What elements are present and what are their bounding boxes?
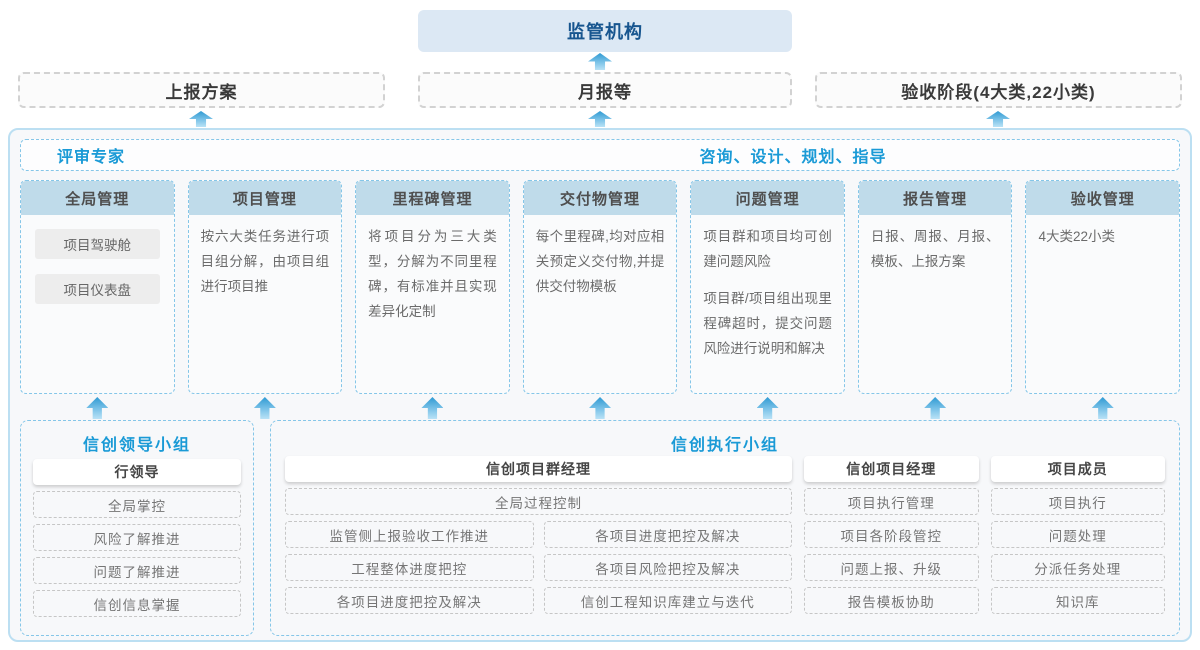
column-text: 4大类22小类 <box>1038 229 1115 244</box>
column-title: 里程碑管理 <box>356 181 509 215</box>
regulator-label: 监管机构 <box>567 22 643 42</box>
pm-group-item: 各项目进度把控及解决 <box>543 521 792 548</box>
leader-item: 问题了解推进 <box>33 557 241 584</box>
pm-group-item: 工程整体进度把控 <box>285 554 534 581</box>
pm-group-item: 信创工程知识库建立与迭代 <box>543 587 792 614</box>
role-card-bank-leader: 行领导 <box>33 459 241 485</box>
leader-team-title: 信创领导小组 <box>82 437 191 454</box>
management-columns: 全局管理 项目驾驶舱 项目仪表盘 项目管理 按六大类任务进行项目组分解，由项目组… <box>20 180 1181 394</box>
expert-label: 评审专家 <box>57 149 126 166</box>
role-card-project-manager: 信创项目经理 <box>804 456 979 482</box>
channel-label: 上报方案 <box>165 82 238 102</box>
column-body: 日报、周报、月报、模板、上报方案 <box>859 215 1012 285</box>
arrow-up-icon <box>189 111 213 127</box>
program-manager-columns: 监管侧上报验收工作推进 工程整体进度把控 各项目进度把控及解决 各项目进度把控及… <box>285 515 792 614</box>
execution-team-box: 信创执行小组 信创项目群经理 全局过程控制 监管侧上报验收工作推进 工程整体进度… <box>270 420 1180 636</box>
execution-team-title: 信创执行小组 <box>670 437 779 454</box>
arrow-up-icon <box>756 397 779 419</box>
pill-project-dashboard: 项目仪表盘 <box>35 274 160 304</box>
channel-report-plan: 上报方案 <box>18 72 385 108</box>
pm-group-item: 监管侧上报验收工作推进 <box>285 521 534 548</box>
arrow-up-icon <box>1091 397 1114 419</box>
pm-group-item: 全局过程控制 <box>285 488 792 515</box>
column-text: 将项目分为三大类型，分解为不同里程碑，有标准并且实现差异化定制 <box>368 229 497 319</box>
arrow-up-icon <box>589 397 612 419</box>
teams-row: 信创领导小组 行领导 全局掌控 风险了解推进 问题了解推进 信创信息掌握 信创执… <box>20 420 1180 636</box>
leader-item: 全局掌控 <box>33 491 241 518</box>
column-title: 交付物管理 <box>523 181 677 215</box>
leader-item: 风险了解推进 <box>33 524 241 551</box>
channel-monthly-report: 月报等 <box>418 72 792 108</box>
column-body: 将项目分为三大类型，分解为不同里程碑，有标准并且实现差异化定制 <box>356 215 509 335</box>
project-manager-item: 报告模板协助 <box>804 587 979 614</box>
arrow-up-icon <box>986 111 1010 127</box>
execution-groups: 信创项目群经理 全局过程控制 监管侧上报验收工作推进 工程整体进度把控 各项目进… <box>285 456 1165 614</box>
column-text: 每个里程碑,均对应相关预定义交付物,并提供交付物模板 <box>535 229 665 294</box>
program-manager-col2: 各项目进度把控及解决 各项目风险把控及解决 信创工程知识库建立与迭代 <box>543 515 792 614</box>
column-text: 项目群/项目组出现里程碑超时，提交问题风险进行说明和解决 <box>703 290 832 356</box>
program-manager-group: 信创项目群经理 全局过程控制 监管侧上报验收工作推进 工程整体进度把控 各项目进… <box>285 456 792 614</box>
pill-project-cockpit: 项目驾驶舱 <box>35 229 160 259</box>
leader-team-box: 信创领导小组 行领导 全局掌控 风险了解推进 问题了解推进 信创信息掌握 <box>20 420 254 636</box>
column-body: 项目群和项目均可创建问题风险 项目群/项目组出现里程碑超时，提交问题风险进行说明… <box>691 215 844 372</box>
arrow-up-icon <box>588 111 612 127</box>
project-manager-group: 信创项目经理 项目执行管理 项目各阶段管控 问题上报、升级 报告模板协助 <box>804 456 979 614</box>
arrow-up-icon <box>421 397 444 419</box>
regulator-box: 监管机构 <box>418 10 792 52</box>
column-project-management: 项目管理 按六大类任务进行项目组分解，由项目组进行项目推 <box>187 180 343 394</box>
role-card-project-member: 项目成员 <box>990 456 1165 482</box>
column-title: 报告管理 <box>858 181 1012 215</box>
column-report-management: 报告管理 日报、周报、月报、模板、上报方案 <box>857 180 1013 394</box>
arrow-up-icon <box>86 397 109 419</box>
column-deliverable-management: 交付物管理 每个里程碑,均对应相关预定义交付物,并提供交付物模板 <box>522 180 678 394</box>
column-milestone-management: 里程碑管理 将项目分为三大类型，分解为不同里程碑，有标准并且实现差异化定制 <box>355 180 510 394</box>
advisory-label: 咨询、设计、规划、指导 <box>699 149 887 166</box>
pm-group-item: 各项目风险把控及解决 <box>543 554 792 581</box>
column-body: 4大类22小类 <box>1026 215 1179 260</box>
channel-label: 验收阶段(4大类,22小类) <box>901 82 1096 102</box>
column-arrows-row <box>20 397 1180 419</box>
column-text: 日报、周报、月报、模板、上报方案 <box>870 229 1000 269</box>
column-title: 全局管理 <box>21 181 174 215</box>
column-body: 项目驾驶舱 项目仪表盘 <box>21 215 174 318</box>
project-manager-item: 项目各阶段管控 <box>804 521 979 548</box>
channel-label: 月报等 <box>578 82 632 102</box>
role-card-program-manager: 信创项目群经理 <box>285 456 792 482</box>
project-manager-item: 问题上报、升级 <box>804 554 979 581</box>
channel-acceptance-stage: 验收阶段(4大类,22小类) <box>815 72 1182 108</box>
column-body: 按六大类任务进行项目组分解，由项目组进行项目推 <box>189 215 342 310</box>
platform-container: 评审专家 咨询、设计、规划、指导 全局管理 项目驾驶舱 项目仪表盘 项目管理 按… <box>8 128 1192 642</box>
member-item: 项目执行 <box>990 488 1165 515</box>
member-item: 分派任务处理 <box>990 554 1165 581</box>
column-text: 项目群和项目均可创建问题风险 <box>703 229 832 269</box>
arrow-up-icon <box>253 397 276 419</box>
column-text: 按六大类任务进行项目组分解，由项目组进行项目推 <box>200 229 330 294</box>
member-item: 知识库 <box>990 587 1165 614</box>
pm-group-item: 各项目进度把控及解决 <box>285 587 534 614</box>
arrow-up-icon <box>924 397 947 419</box>
program-manager-col1: 监管侧上报验收工作推进 工程整体进度把控 各项目进度把控及解决 <box>285 515 534 614</box>
member-item: 问题处理 <box>990 521 1165 548</box>
arrow-up-icon <box>588 53 612 70</box>
column-body: 每个里程碑,均对应相关预定义交付物,并提供交付物模板 <box>524 215 677 310</box>
project-member-group: 项目成员 项目执行 问题处理 分派任务处理 知识库 <box>990 456 1165 614</box>
project-manager-item: 项目执行管理 <box>804 488 979 515</box>
column-title: 项目管理 <box>188 181 342 215</box>
column-title: 问题管理 <box>691 181 844 215</box>
column-issue-management: 问题管理 项目群和项目均可创建问题风险 项目群/项目组出现里程碑超时，提交问题风… <box>690 180 845 394</box>
column-acceptance-management: 验收管理 4大类22小类 <box>1025 180 1181 394</box>
column-global-management: 全局管理 项目驾驶舱 项目仪表盘 <box>20 180 175 394</box>
column-title: 验收管理 <box>1026 181 1180 215</box>
leader-item: 信创信息掌握 <box>33 590 241 617</box>
expert-header-row: 评审专家 咨询、设计、规划、指导 <box>20 139 1180 171</box>
